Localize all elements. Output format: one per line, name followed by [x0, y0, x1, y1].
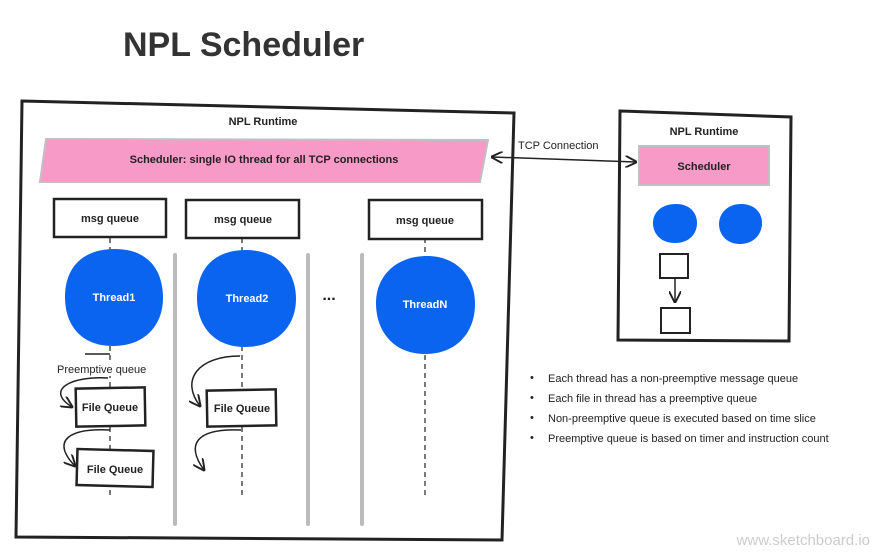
tcp-connection: TCP Connection: [492, 140, 636, 162]
note-bullet: •: [530, 412, 534, 424]
left-scheduler-bar: Scheduler: single IO thread for all TCP …: [38, 137, 490, 183]
file-queue-box: [75, 447, 155, 489]
diagram-title: NPL Scheduler: [123, 26, 364, 64]
thread-circle: [197, 250, 296, 347]
note-item: Non-preemptive queue is executed based o…: [548, 413, 816, 425]
watermark: www.sketchboard.io: [736, 532, 870, 549]
thread-label: Thread1: [93, 292, 136, 304]
column-threadn: msg queue ThreadN: [367, 198, 484, 354]
preemptive-queue-group-1: Preemptive queue File Queue File Queue: [53, 353, 155, 489]
columns-ellipsis: ...: [322, 287, 335, 304]
preemptive-arrow: [192, 355, 241, 406]
notes-list: • Each thread has a non-preemptive messa…: [530, 372, 829, 445]
right-scheduler-box: [638, 145, 770, 186]
file-queue-label: File Queue: [82, 402, 138, 414]
preemptive-queue-label: Preemptive queue: [57, 364, 146, 376]
thread-label: Thread2: [226, 293, 269, 305]
note-bullet: •: [530, 432, 534, 444]
right-runtime-frame: NPL Runtime Scheduler: [616, 109, 793, 343]
tcp-connection-arrow: [492, 157, 636, 162]
msg-queue-label: msg queue: [396, 215, 454, 227]
column-thread1: msg queue Thread1: [52, 197, 168, 346]
note-bullet: •: [530, 372, 534, 384]
msg-queue-box: [367, 198, 484, 241]
tcp-connection-label: TCP Connection: [518, 140, 599, 152]
note-item: Each file in thread has a preemptive que…: [548, 393, 757, 405]
preemptive-arrow: [195, 429, 242, 470]
preemptive-queue-group-2: File Queue: [192, 355, 278, 470]
note-item: Preemptive queue is based on timer and i…: [548, 433, 829, 445]
thread-circle: [65, 249, 163, 346]
file-queue-label: File Queue: [214, 403, 270, 415]
right-file-box: [660, 307, 691, 334]
file-queue-label: File Queue: [87, 464, 143, 476]
msg-queue-label: msg queue: [81, 213, 139, 225]
msg-queue-box: [184, 198, 301, 240]
file-queue-box: [205, 388, 278, 428]
column-thread2: msg queue Thread2: [184, 198, 301, 347]
note-item: Each thread has a non-preemptive message…: [548, 373, 798, 385]
preemptive-arrow: [64, 429, 111, 466]
right-scheduler-label: Scheduler: [677, 161, 731, 173]
note-bullet: •: [530, 392, 534, 404]
right-thread-circle: [719, 204, 762, 244]
msg-queue-label: msg queue: [214, 214, 272, 226]
left-runtime-frame: NPL Runtime: [14, 99, 516, 542]
msg-queue-box: [52, 197, 168, 239]
thread-circle: [376, 256, 475, 354]
preemptive-arrow: [61, 377, 109, 407]
left-runtime-label: NPL Runtime: [229, 116, 298, 128]
file-queue-box: [74, 386, 147, 428]
right-thread-circle: [653, 204, 697, 243]
right-runtime-label: NPL Runtime: [670, 126, 739, 138]
thread-label: ThreadN: [403, 299, 448, 311]
right-file-box: [659, 253, 689, 279]
left-scheduler-label: Scheduler: single IO thread for all TCP …: [130, 154, 399, 166]
